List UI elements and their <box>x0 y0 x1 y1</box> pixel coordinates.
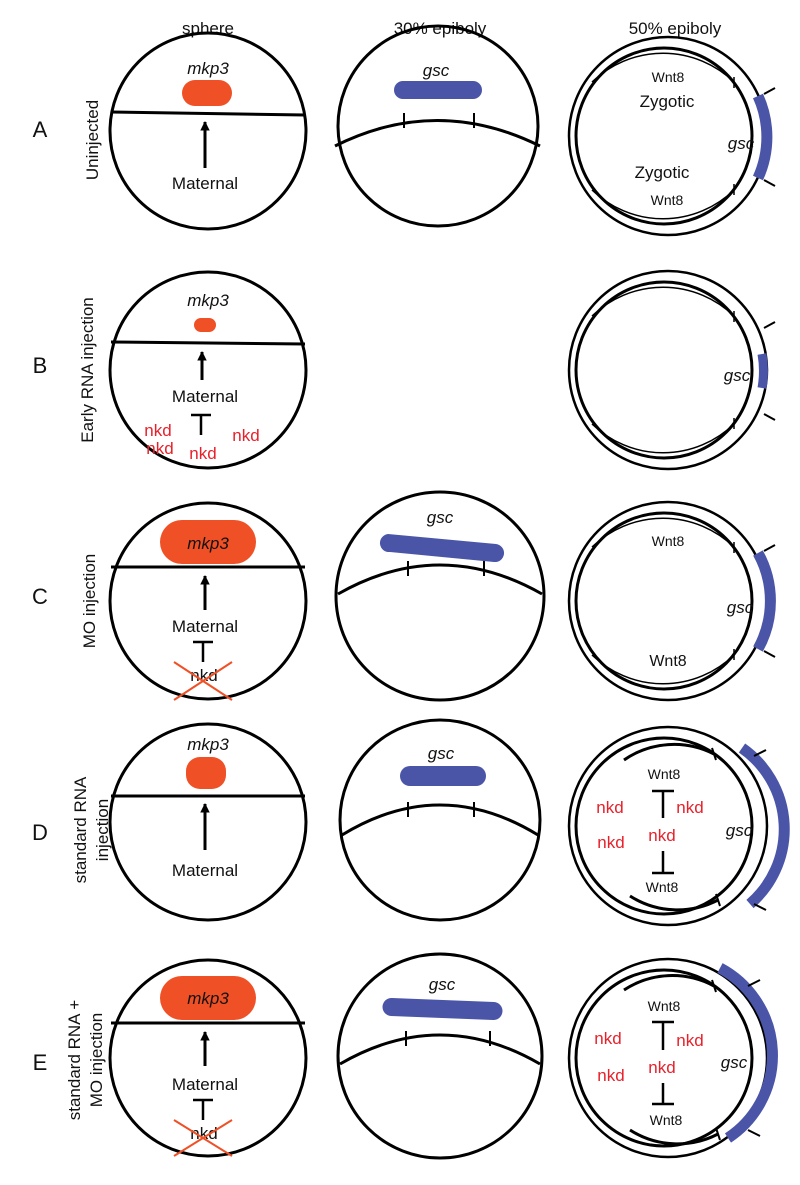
maternal-label: Maternal <box>172 617 238 636</box>
gsc-domain <box>753 550 776 652</box>
row-d-50-epiboly-embryo: Wnt8 nkd nkd nkd nkd gsc Wnt8 <box>567 725 790 927</box>
gsc-label: gsc <box>728 134 755 153</box>
wnt8-label: Wnt8 <box>649 653 686 670</box>
gsc-domain <box>738 743 790 909</box>
zygotic-label: Zygotic <box>640 92 695 111</box>
row-e-sphere-embryo: mkp3 Maternal nkd <box>108 958 308 1158</box>
row-d-condition-line1: standard RNA <box>71 776 90 883</box>
nkd-label: nkd <box>648 1058 675 1077</box>
row-a-30-epiboly-embryo: gsc <box>334 24 541 228</box>
header-30-epiboly: 30% epiboly <box>394 19 487 38</box>
zygotic-label: Zygotic <box>635 163 690 182</box>
gsc-label: gsc <box>427 508 454 527</box>
nkd-label: nkd <box>676 1031 703 1050</box>
nkd-label: nkd <box>232 426 259 445</box>
mkp3-domain <box>194 318 216 332</box>
gsc-domain <box>394 81 482 99</box>
mkp3-label: mkp3 <box>187 291 229 310</box>
maternal-label: Maternal <box>172 387 238 406</box>
row-c-sphere-embryo: mkp3 Maternal nkd <box>108 501 308 701</box>
gsc-domain <box>717 963 778 1143</box>
gsc-label: gsc <box>727 598 754 617</box>
knockdown-cross <box>173 661 233 701</box>
row-a-sphere-embryo: mkp3 Maternal <box>108 31 308 231</box>
gsc-domain <box>379 534 505 563</box>
row-c-30-epiboly-embryo: gsc <box>334 490 546 702</box>
wnt8-label: Wnt8 <box>646 879 679 895</box>
mkp3-label: mkp3 <box>187 735 229 754</box>
row-d-letter: D <box>32 820 48 845</box>
nkd-label: nkd <box>189 444 216 463</box>
mkp3-label: mkp3 <box>187 59 229 78</box>
header-50-epiboly: 50% epiboly <box>629 19 722 38</box>
nkd-label: nkd <box>597 1066 624 1085</box>
row-a-50-epiboly-embryo: Wnt8 Zygotic gsc Zygotic Wnt8 <box>567 35 776 237</box>
row-b-sphere-embryo: mkp3 Maternal nkd nkd nkd nkd <box>108 270 308 470</box>
gsc-label: gsc <box>429 975 456 994</box>
maternal-label: Maternal <box>172 174 238 193</box>
row-d-30-epiboly-embryo: gsc <box>338 718 542 922</box>
nkd-label: nkd <box>596 798 623 817</box>
gsc-label: gsc <box>721 1053 748 1072</box>
row-d-sphere-embryo: mkp3 Maternal <box>108 722 308 922</box>
row-d-condition-line2: injection <box>93 799 112 861</box>
mkp3-domain <box>160 976 256 1020</box>
gsc-domain <box>400 766 486 786</box>
gsc-domain <box>382 997 503 1021</box>
mkp3-domain <box>186 757 226 789</box>
nkd-label: nkd <box>190 666 217 685</box>
row-e-50-epiboly-embryo: Wnt8 nkd nkd nkd nkd gsc Wnt8 <box>567 957 778 1159</box>
row-b-letter: B <box>33 353 48 378</box>
wnt8-label: Wnt8 <box>648 766 681 782</box>
nkd-label: nkd <box>190 1124 217 1143</box>
gsc-label: gsc <box>423 61 450 80</box>
wnt8-label: Wnt8 <box>652 69 685 85</box>
nkd-label: nkd <box>676 798 703 817</box>
gsc-domain <box>757 353 768 389</box>
nkd-label: nkd <box>146 439 173 458</box>
wnt8-label: Wnt8 <box>652 533 685 549</box>
wnt8-label: Wnt8 <box>651 192 684 208</box>
row-a-condition: Uninjected <box>83 100 102 180</box>
row-b-50-epiboly-embryo: gsc <box>567 269 776 471</box>
nkd-label: nkd <box>648 826 675 845</box>
row-c-50-epiboly-embryo: Wnt8 gsc Wnt8 <box>567 500 776 702</box>
mkp3-label: mkp3 <box>187 989 229 1008</box>
mkp3-label: mkp3 <box>187 534 229 553</box>
nkd-label: nkd <box>597 833 624 852</box>
gsc-label: gsc <box>726 821 753 840</box>
row-a-letter: A <box>33 117 48 142</box>
row-e-condition-line2: MO injection <box>87 1013 106 1107</box>
wnt8-label: Wnt8 <box>648 998 681 1014</box>
maternal-label: Maternal <box>172 861 238 880</box>
knockdown-cross <box>173 1119 233 1157</box>
nkd-label: nkd <box>144 421 171 440</box>
gsc-domain <box>752 93 773 181</box>
row-e-letter: E <box>33 1050 48 1075</box>
gsc-label: gsc <box>724 366 751 385</box>
maternal-label: Maternal <box>172 1075 238 1094</box>
mkp3-domain <box>182 80 232 106</box>
nkd-label: nkd <box>594 1029 621 1048</box>
mkp3-domain <box>160 520 256 564</box>
row-e-condition-line1: standard RNA + <box>65 1000 84 1121</box>
row-b-condition: Early RNA injection <box>78 297 97 443</box>
row-c-condition: MO injection <box>80 554 99 648</box>
row-c-letter: C <box>32 584 48 609</box>
gsc-label: gsc <box>428 744 455 763</box>
row-e-30-epiboly-embryo: gsc <box>336 952 544 1160</box>
wnt8-label: Wnt8 <box>650 1112 683 1128</box>
